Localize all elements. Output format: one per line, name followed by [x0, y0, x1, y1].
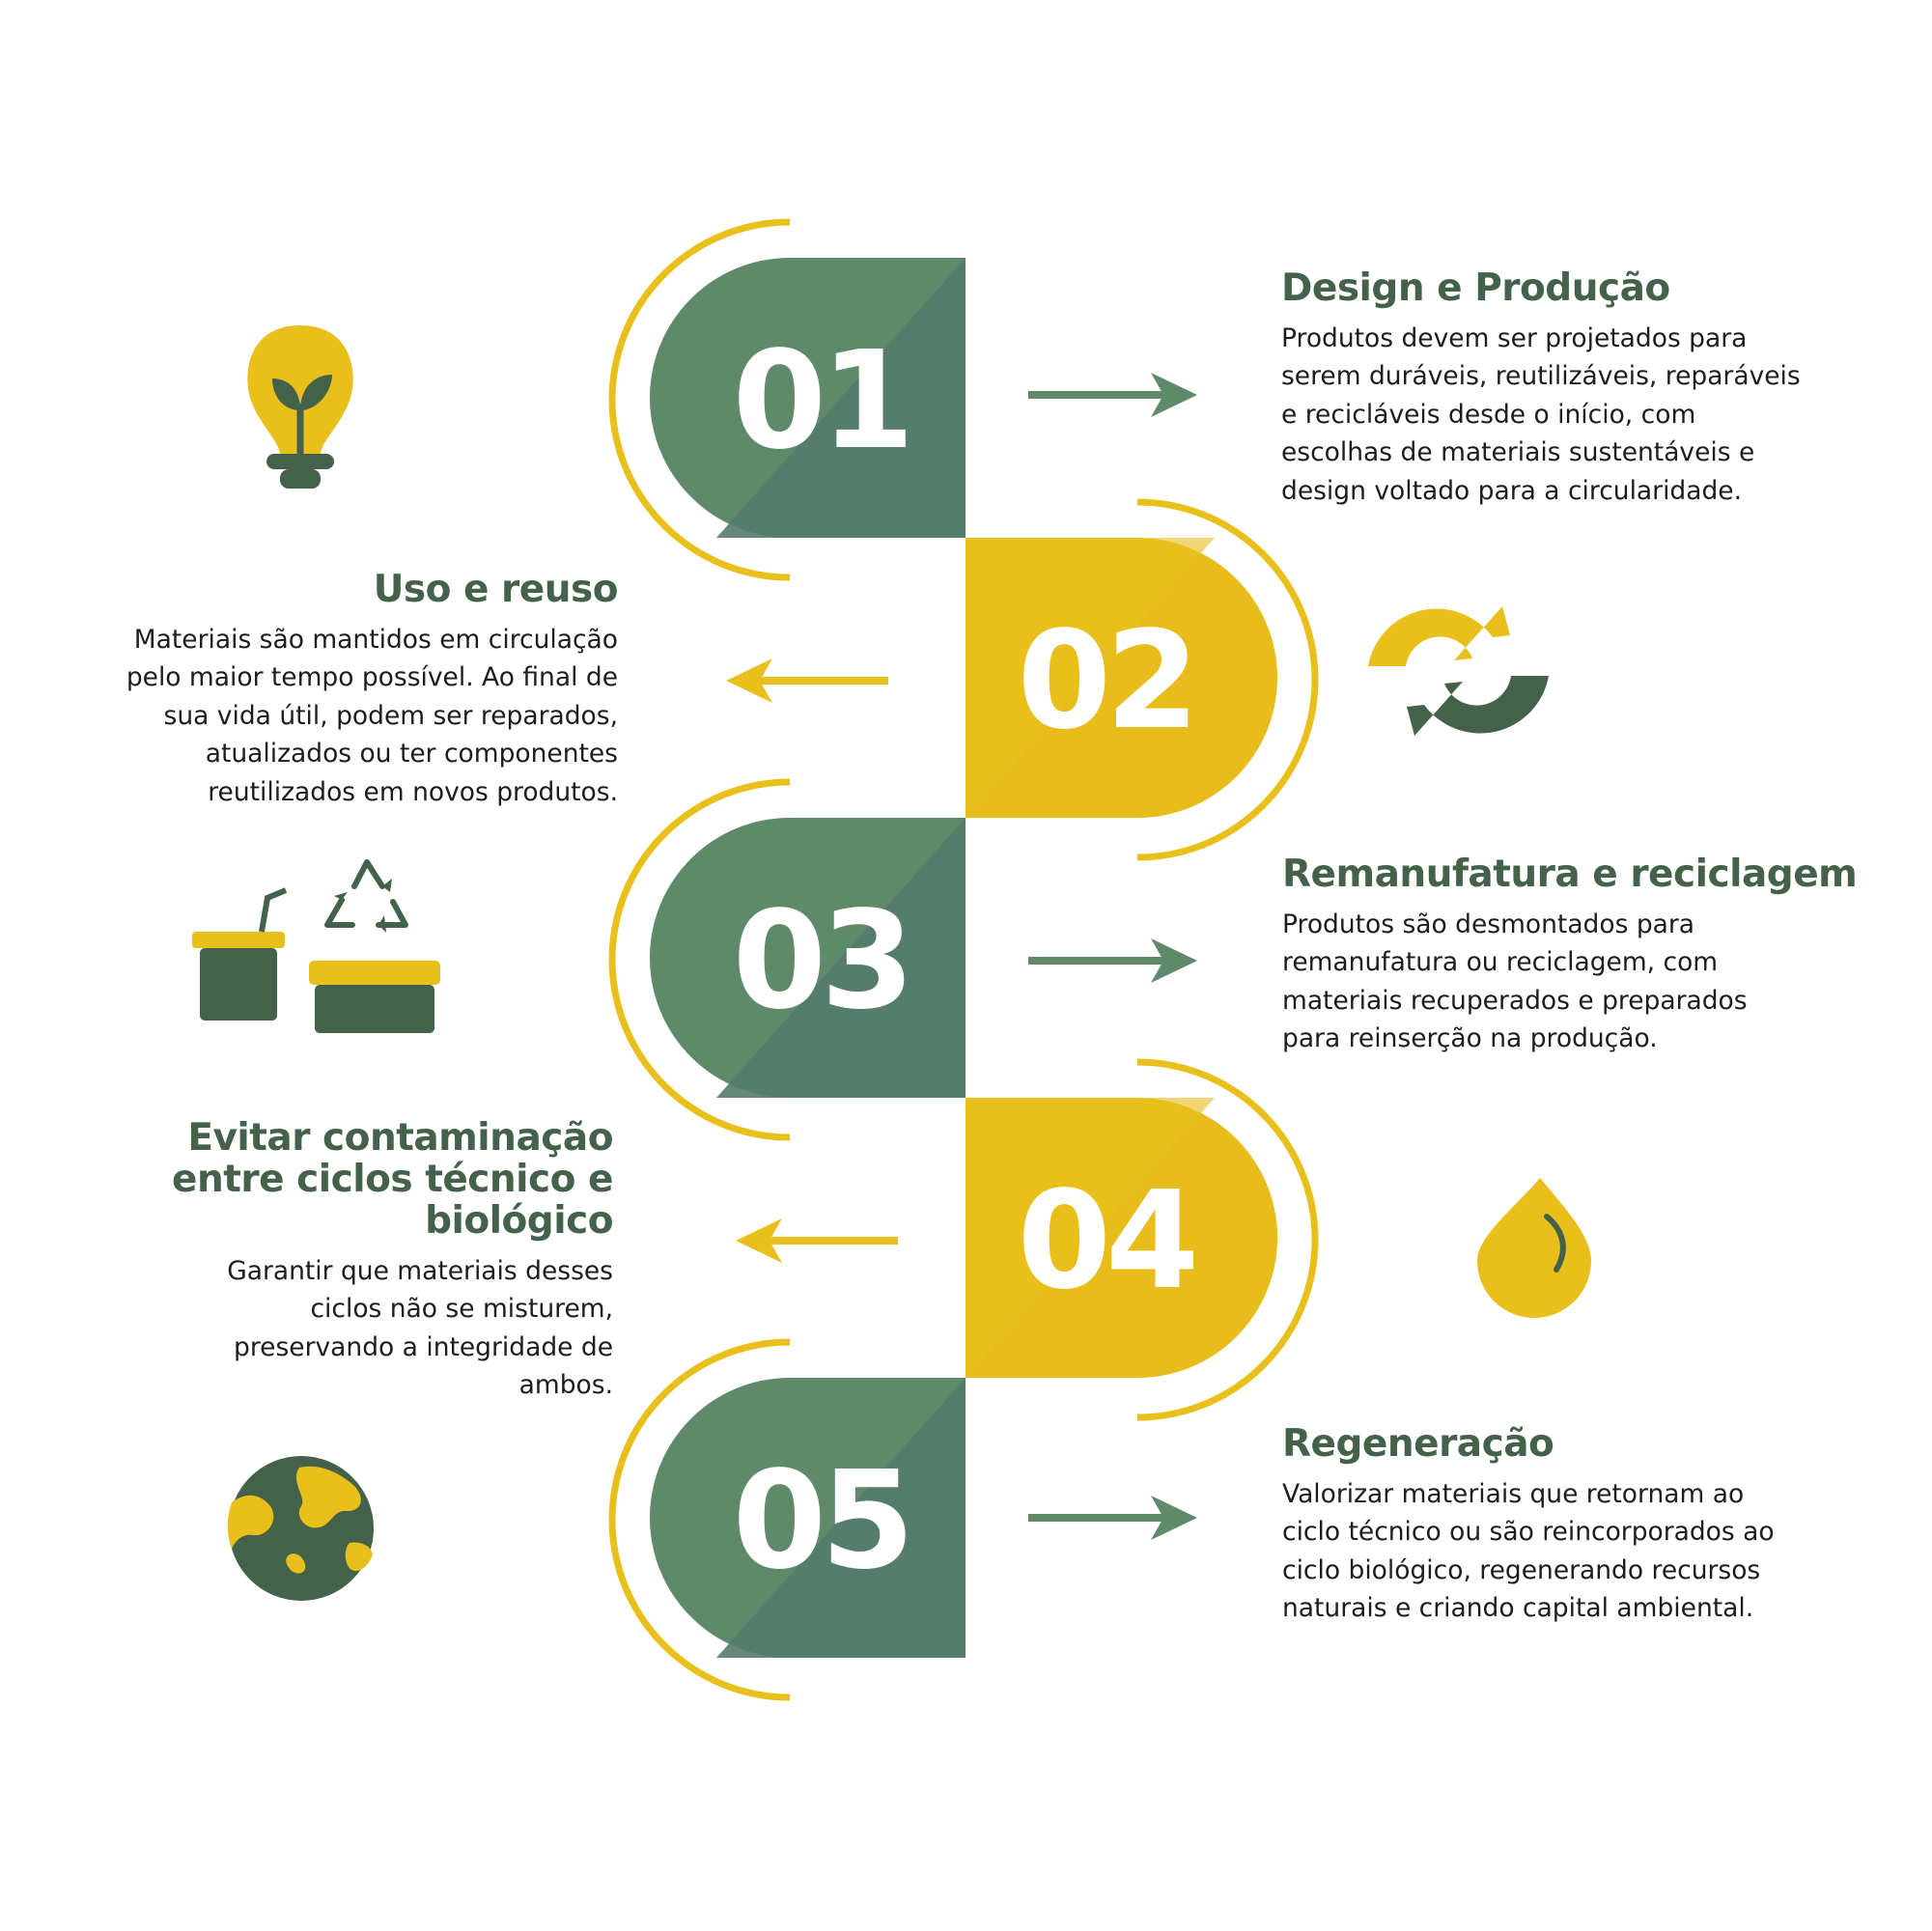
arrow-right-03 — [1028, 938, 1197, 983]
refresh-arrows-icon — [1368, 606, 1549, 736]
recycle-containers-icon — [192, 859, 440, 1033]
step-03-body: Produtos são desmontados para remanufatu… — [1282, 909, 1748, 1054]
arrow-left-04 — [736, 1218, 898, 1263]
step-02-body: Materiais são mantidos em circulação pel… — [126, 624, 618, 807]
step-02-block: 02 — [966, 498, 1319, 861]
step-05-text: Regeneração Valorizar materiais que reto… — [1282, 1422, 1862, 1628]
step-02-text: Uso e reuso Materiais são mantidos em ci… — [116, 568, 619, 811]
step-03-arc — [608, 778, 791, 1141]
step-04-block: 04 — [966, 1058, 1319, 1421]
step-03-text: Remanufatura e reciclagem Produtos são d… — [1282, 854, 1900, 1058]
step-02-arc — [1136, 498, 1319, 861]
step-04-title: Evitar contaminação entre ciclos técnico… — [172, 1116, 613, 1243]
water-drop-icon — [1477, 1178, 1591, 1318]
step-01-text: Design e Produção Produtos devem ser pro… — [1281, 266, 1861, 510]
step-01-arc — [608, 218, 791, 581]
step-05-body: Valorizar materiais que retornam ao cicl… — [1282, 1478, 1775, 1624]
step-03-title: Remanufatura e reciclagem — [1282, 853, 1858, 896]
arrow-right-05 — [1028, 1496, 1197, 1540]
step-04-arc — [1136, 1058, 1319, 1421]
step-01-number: 01 — [733, 322, 910, 480]
step-03-block: 03 — [608, 778, 966, 1141]
step-04-number: 04 — [1018, 1162, 1194, 1320]
step-05-title: Regeneração — [1282, 1422, 1554, 1466]
step-02-title: Uso e reuso — [373, 568, 619, 611]
step-05-number: 05 — [733, 1442, 910, 1600]
step-01-block: 01 — [608, 218, 966, 581]
globe-icon — [227, 1456, 374, 1601]
arrow-right-01 — [1028, 373, 1197, 417]
step-05-block: 05 — [608, 1338, 966, 1701]
step-05-arc — [608, 1338, 791, 1701]
step-01-body: Produtos devem ser projetados para serem… — [1281, 322, 1801, 506]
step-04-text: Evitar contaminação entre ciclos técnico… — [97, 1116, 613, 1405]
step-03-number: 03 — [733, 882, 910, 1040]
lightbulb-sprout-icon — [247, 325, 353, 489]
arrow-left-02 — [726, 658, 888, 703]
step-01-title: Design e Produção — [1281, 266, 1670, 310]
step-02-number: 02 — [1018, 602, 1194, 760]
step-04-body: Garantir que materiais desses ciclos não… — [227, 1255, 613, 1401]
